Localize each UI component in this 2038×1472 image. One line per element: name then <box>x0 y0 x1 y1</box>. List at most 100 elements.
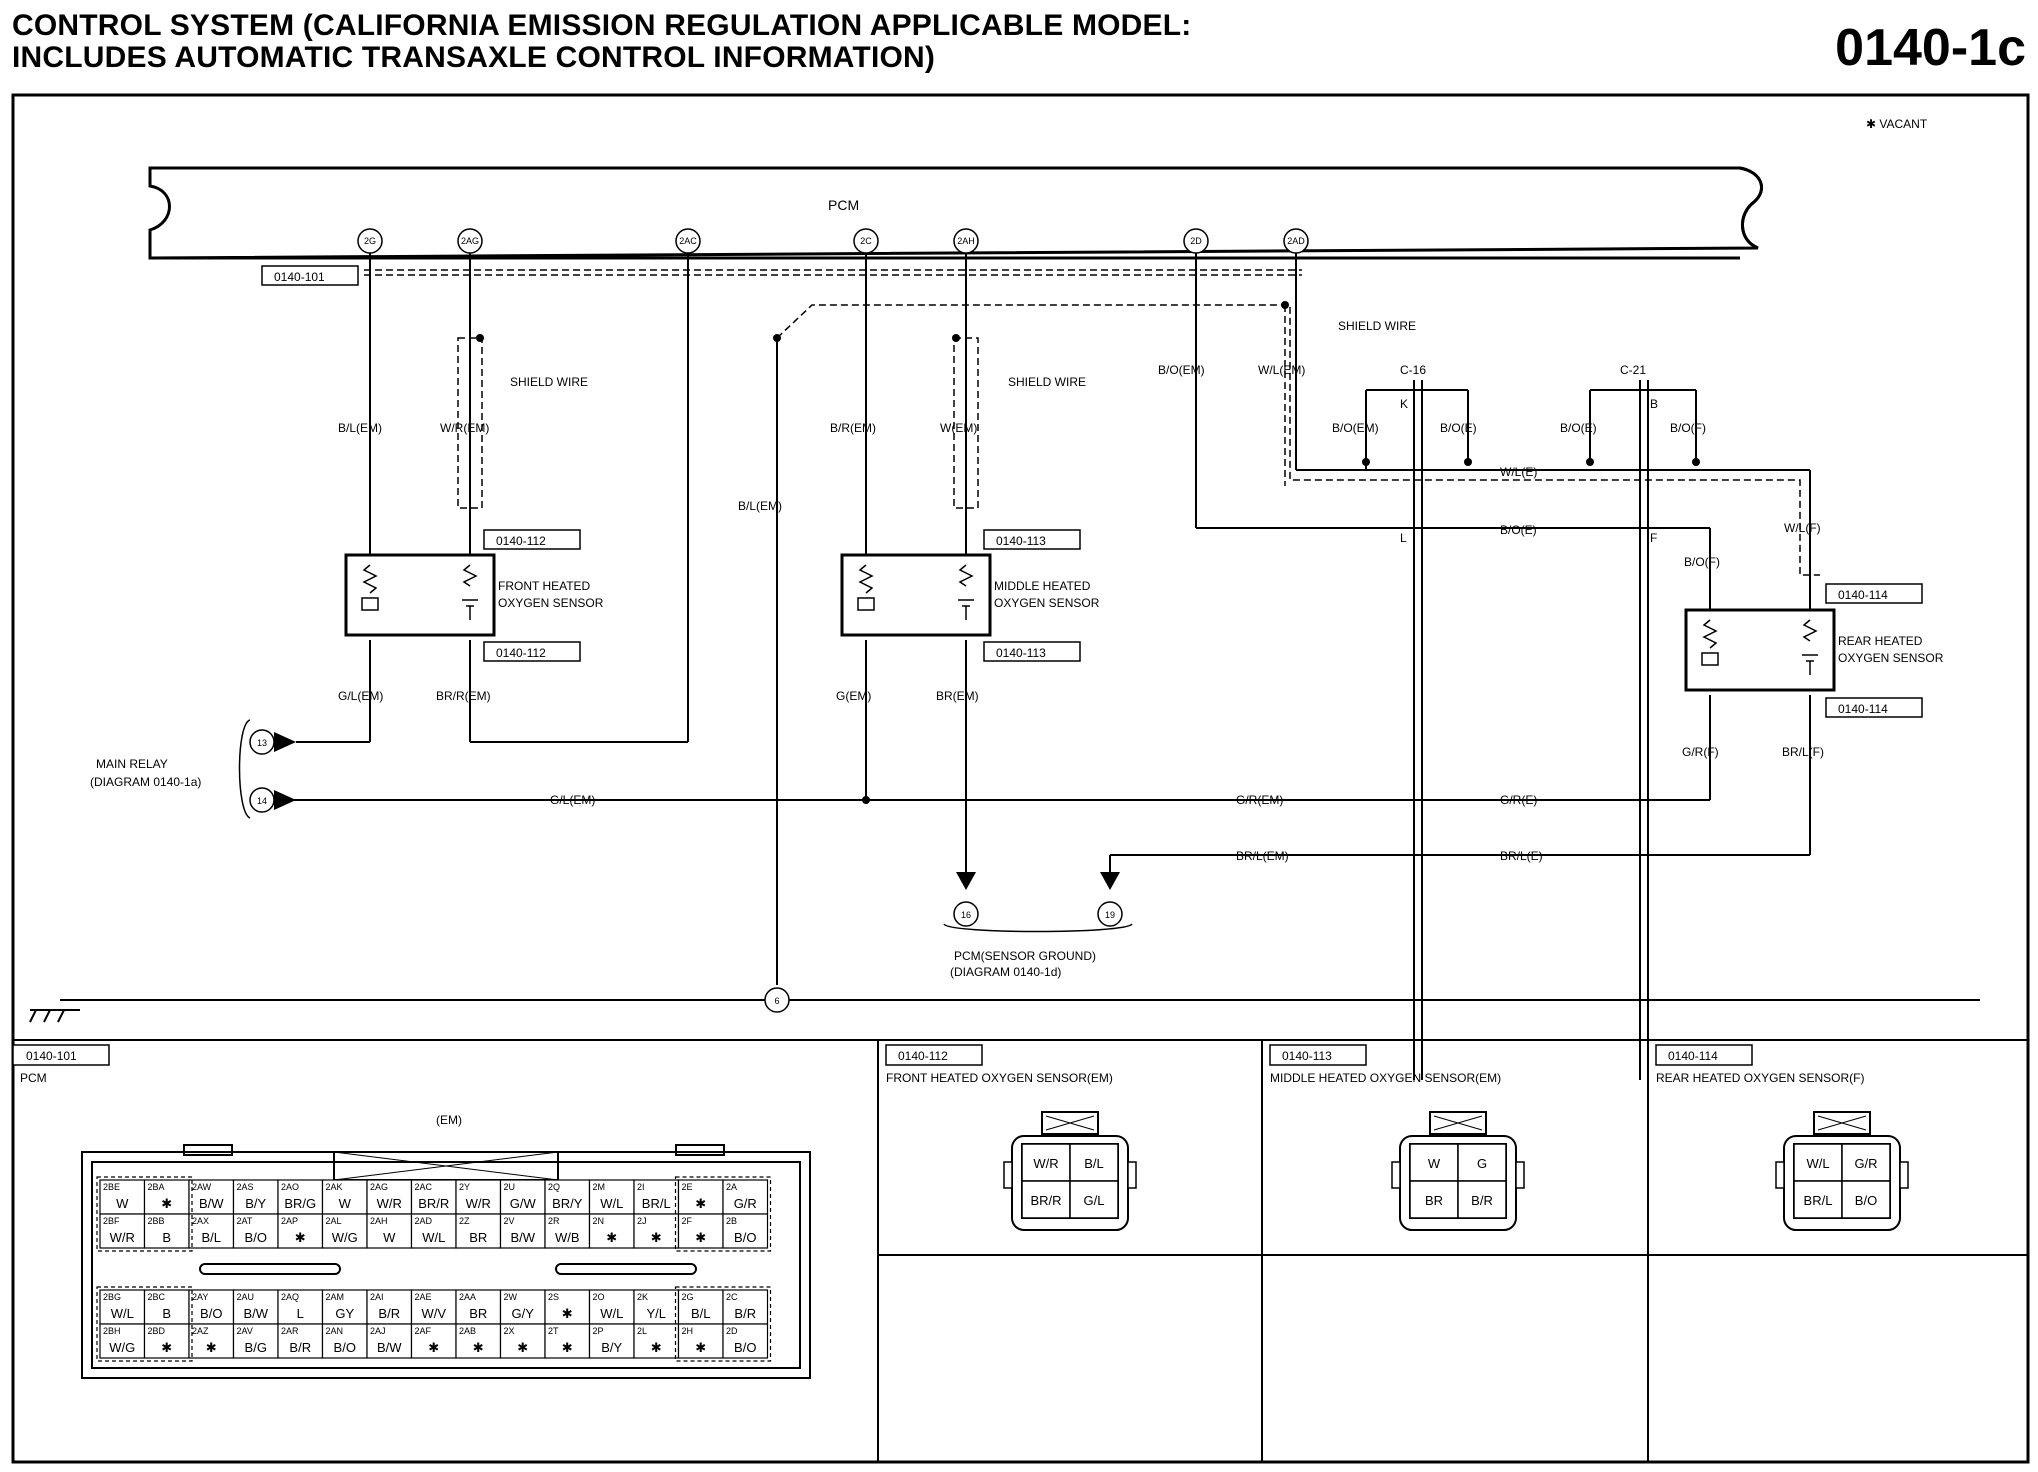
middle-connector-cell: BR <box>1425 1193 1443 1208</box>
svg-text:16: 16 <box>961 910 971 920</box>
pcm-terminal-2AG: 2AG <box>457 228 483 254</box>
svg-text:B/W: B/W <box>510 1230 535 1245</box>
pcm-pin-2M: 2MW/L <box>588 1179 635 1215</box>
pcm-pin-2E: 2E✱ <box>677 1179 724 1215</box>
svg-text:2H: 2H <box>682 1326 694 1336</box>
page-title: CONTROL SYSTEM (CALIFORNIA EMISSION REGU… <box>12 10 1191 74</box>
svg-text:2D: 2D <box>726 1326 738 1336</box>
pcm-sensor-ground-references: 16 19 PCM(SENSOR GROUND) (DIAGRAM 0140-1… <box>943 870 1133 979</box>
svg-text:2B: 2B <box>726 1216 737 1226</box>
svg-text:W/B: W/B <box>555 1230 580 1245</box>
pcm-pin-2L: 2L✱ <box>633 1323 680 1359</box>
svg-text:0140-112: 0140-112 <box>496 534 546 548</box>
front-view-title: FRONT HEATED OXYGEN SENSOR(EM) <box>886 1071 1113 1085</box>
svg-text:(DIAGRAM 0140-1a): (DIAGRAM 0140-1a) <box>90 775 201 789</box>
svg-text:B: B <box>162 1306 171 1321</box>
svg-text:2AB: 2AB <box>459 1326 476 1336</box>
svg-text:2AD: 2AD <box>1287 236 1305 246</box>
svg-text:0140-114: 0140-114 <box>1838 588 1888 602</box>
svg-text:W/L(E): W/L(E) <box>1500 465 1537 479</box>
svg-text:0140-113: 0140-113 <box>996 646 1046 660</box>
connector-view-dividers <box>877 1040 2028 1462</box>
svg-text:OXYGEN SENSOR: OXYGEN SENSOR <box>994 596 1100 610</box>
pcm-terminal-2AD: 2AD <box>1283 228 1309 254</box>
svg-text:B/W: B/W <box>377 1340 402 1355</box>
front-sensor: FRONT HEATED OXYGEN SENSOR <box>344 553 604 637</box>
pcm-pin-2AF: 2AF✱ <box>410 1323 457 1359</box>
svg-text:B/W: B/W <box>243 1306 268 1321</box>
svg-text:G/R(E): G/R(E) <box>1500 793 1537 807</box>
shield-junction-dots <box>476 301 1700 804</box>
svg-text:✱: ✱ <box>295 1230 306 1245</box>
svg-text:2AN: 2AN <box>326 1326 344 1336</box>
pcm-pin-2N: 2N✱ <box>588 1213 635 1249</box>
pcm-pin-2BE: 2BE W <box>99 1179 146 1215</box>
svg-text:0140-113: 0140-113 <box>996 534 1046 548</box>
pcm-label: PCM <box>828 197 859 213</box>
svg-text:2AF: 2AF <box>415 1326 432 1336</box>
c21-pin-b: B <box>1650 397 1658 411</box>
svg-text:✱: ✱ <box>651 1230 662 1245</box>
svg-text:2F: 2F <box>682 1216 693 1226</box>
pcm-pin-2BD: 2BD✱ <box>143 1323 190 1359</box>
pcm-pin-2B: 2B B/O <box>722 1213 769 1249</box>
svg-text:B/L: B/L <box>691 1306 711 1321</box>
svg-text:2D: 2D <box>1190 236 1202 246</box>
c16-pin-l: L <box>1400 531 1407 545</box>
rear-view-title: REAR HEATED OXYGEN SENSOR(F) <box>1656 1071 1864 1085</box>
front-connector-cell: BR/R <box>1030 1193 1061 1208</box>
svg-text:2R: 2R <box>548 1216 560 1226</box>
svg-text:W/L: W/L <box>422 1230 445 1245</box>
svg-text:2Q: 2Q <box>548 1182 560 1192</box>
pcm-pin-2K: 2KY/L <box>633 1289 680 1325</box>
main-relay-references: 13 14 MAIN RELAY (DIAGRAM 0140-1a) <box>90 719 370 819</box>
pcm-pin-2V: 2V B/W <box>499 1213 546 1249</box>
svg-text:2AD: 2AD <box>415 1216 433 1226</box>
svg-text:2AR: 2AR <box>281 1326 299 1336</box>
svg-text:2AV: 2AV <box>237 1326 253 1336</box>
svg-text:✱: ✱ <box>695 1340 706 1355</box>
ground-symbol: 6 <box>29 987 790 1023</box>
svg-text:PCM(SENSOR GROUND): PCM(SENSOR GROUND) <box>954 949 1096 963</box>
pcm-pin-2W: 2WG/Y <box>499 1289 546 1325</box>
svg-text:W/L: W/L <box>600 1196 623 1211</box>
svg-text:6: 6 <box>774 996 779 1006</box>
front-view-ref: 0140-112 <box>898 1049 948 1063</box>
rear-connector-cell: W/L <box>1806 1156 1829 1171</box>
svg-text:W(EM): W(EM) <box>940 421 977 435</box>
svg-text:B/O: B/O <box>734 1340 756 1355</box>
pcm-pin-2G: 2GB/L <box>677 1289 724 1325</box>
rear-connector-cell: B/O <box>1855 1193 1877 1208</box>
svg-text:2AJ: 2AJ <box>370 1326 386 1336</box>
svg-text:2AZ: 2AZ <box>192 1326 209 1336</box>
svg-text:B/O: B/O <box>734 1230 756 1245</box>
pcm-pin-2O: 2OW/L <box>588 1289 635 1325</box>
svg-text:2V: 2V <box>504 1216 515 1226</box>
pcm-pin-2AB: 2AB✱ <box>455 1323 502 1359</box>
rear-view-ref: 0140-114 <box>1668 1049 1718 1063</box>
pcm-pin-2S: 2S✱ <box>544 1289 591 1325</box>
svg-text:W/V: W/V <box>421 1306 446 1321</box>
pcm-connector-body <box>81 1144 811 1379</box>
svg-text:W: W <box>116 1196 129 1211</box>
svg-text:2BC: 2BC <box>148 1292 166 1302</box>
svg-text:2AL: 2AL <box>326 1216 342 1226</box>
svg-text:W/L: W/L <box>111 1306 134 1321</box>
svg-text:BR/R(EM): BR/R(EM) <box>436 689 491 703</box>
svg-text:W: W <box>383 1230 396 1245</box>
svg-text:2BG: 2BG <box>103 1292 121 1302</box>
svg-text:B/L(EM): B/L(EM) <box>338 421 382 435</box>
svg-text:BR/L: BR/L <box>642 1196 671 1211</box>
svg-text:2BD: 2BD <box>148 1326 166 1336</box>
svg-text:2AX: 2AX <box>192 1216 209 1226</box>
pcm-terminal-2C: 2C <box>853 228 879 254</box>
svg-text:2BE: 2BE <box>103 1182 120 1192</box>
sensor-ref-boxes: 0140-112 0140-112 0140-113 0140-113 0140… <box>483 529 1923 718</box>
svg-text:B/O: B/O <box>200 1306 222 1321</box>
